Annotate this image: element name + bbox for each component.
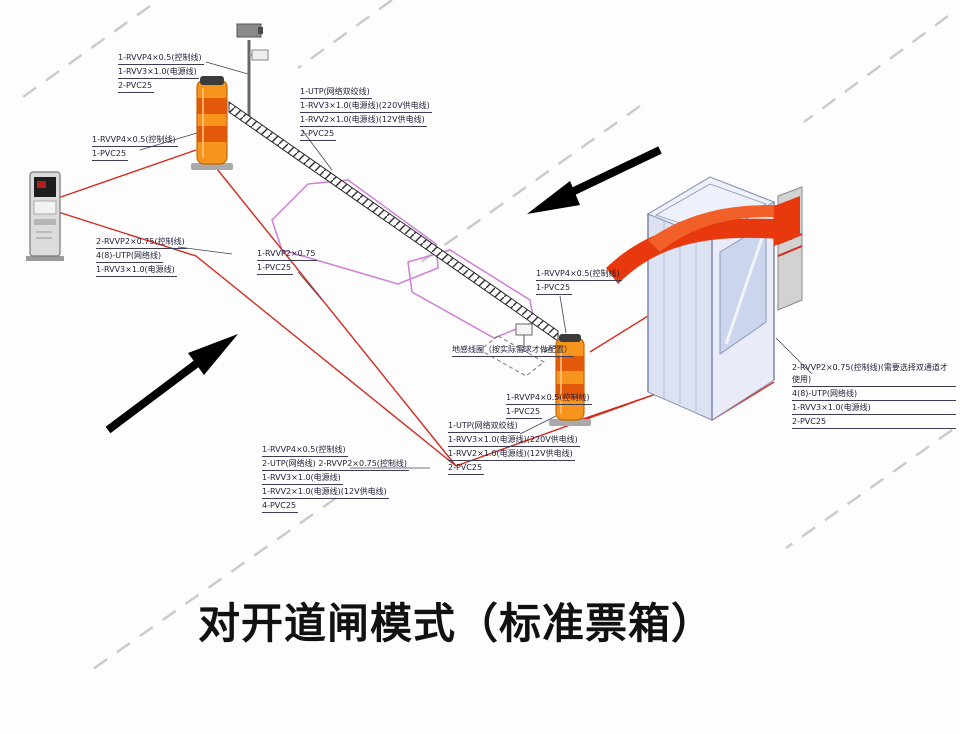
label-booth-right-cables: 2-RVVP2×0.75(控制线)(需要选择双通道才使用)4(8)-UTP(网络… — [792, 362, 956, 430]
label-camera-cables: 1-RVVP4×0.5(控制线)1-RVV3×1.0(电源线)2-PVC25 — [118, 52, 204, 94]
exit-arrow — [527, 146, 662, 214]
label-line: 4(8)-UTP(网络线) — [792, 388, 956, 401]
card-reader-keypad — [33, 200, 57, 215]
label-line: 2-PVC25 — [300, 128, 337, 141]
label-line: 1-RVVP4×0.5(控制线) — [262, 444, 348, 457]
label-line: 4-PVC25 — [262, 500, 299, 513]
label-line: 1-PVC25 — [92, 148, 129, 161]
card-reader — [26, 171, 64, 261]
label-left-barrier-cables: 1-RVVP4×0.5(控制线)1-PVC25 — [92, 134, 178, 162]
label-line: 1-UTP(网络双绞线) — [300, 86, 372, 99]
ticket-booth — [646, 176, 776, 421]
island-outline-2 — [407, 249, 535, 339]
ground-coil-loop — [479, 335, 545, 377]
label-line: 2-UTP(网络线) 2-RVVP2×0.75(控制线) — [262, 458, 410, 471]
label-line: 1-RVV3×1.0(电源线)(220V供电线) — [300, 100, 432, 113]
label-line: 1-RVVP4×0.5(控制线) — [118, 52, 204, 65]
red-ribbon — [606, 196, 800, 284]
camera-icon — [236, 23, 262, 38]
label-line: 地感线圈（按实际需求才做配置） — [452, 344, 574, 357]
label-line: 1-RVVP4×0.5(控制线) — [92, 134, 178, 147]
road-markings — [15, 0, 953, 676]
entry-arrow — [105, 334, 238, 434]
label-line: 1-RVV2×1.0(电源线)(12V供电线) — [300, 114, 427, 127]
label-line: 2-PVC25 — [118, 80, 155, 93]
label-line: 1-UTP(网络双绞线) — [448, 420, 520, 433]
label-line: 1-RVV3×1.0(电源线)(220V供电线) — [448, 434, 580, 447]
label-line: 1-RVVP4×0.5(控制线) — [506, 392, 592, 405]
label-line: 1-RVV2×1.0(电源线)(12V供电线) — [448, 448, 575, 461]
barrier-gate-left — [191, 76, 233, 170]
camera-bracket — [251, 49, 269, 61]
label-line: 2-RVVP2×0.75(控制线) — [96, 236, 187, 249]
label-line: 2-PVC25 — [448, 462, 485, 475]
label-line: 4(8)-UTP(网络线) — [96, 250, 164, 263]
label-line: 1-RVV3×1.0(电源线) — [792, 402, 956, 415]
label-line: 2-RVVP2×0.75(控制线)(需要选择双通道才使用) — [792, 362, 956, 387]
label-ground-coil: 地感线圈（按实际需求才做配置） — [452, 344, 574, 358]
label-line: 2-PVC25 — [792, 416, 956, 429]
barrier-gate-right — [549, 334, 591, 426]
label-right-barrier-bottom: 1-RVVP4×0.5(控制线)1-PVC25 — [506, 392, 592, 420]
label-line: 1-RVV3×1.0(电源线) — [262, 472, 343, 485]
camera-assembly — [236, 23, 269, 120]
label-bottom-middle-cables: 1-UTP(网络双绞线)1-RVV3×1.0(电源线)(220V供电线)1-RV… — [448, 420, 580, 476]
label-line: 1-RVV2×1.0(电源线)(12V供电线) — [262, 486, 389, 499]
label-line: 1-PVC25 — [506, 406, 543, 419]
card-reader-slot — [34, 219, 56, 225]
diagram-title: 对开道闸模式（标准票箱） — [197, 599, 714, 648]
cable-lines — [57, 149, 775, 467]
leader-lines — [139, 61, 813, 469]
label-line: 1-RVV3×1.0(电源线) — [118, 66, 199, 79]
label-line: 1-RVV3×1.0(电源线) — [96, 264, 177, 277]
label-line: 1-PVC25 — [257, 262, 294, 275]
label-line: 1-RVVP4×0.5(控制线) — [536, 268, 622, 281]
label-top-middle-cables: 1-UTP(网络双绞线)1-RVV3×1.0(电源线)(220V供电线)1-RV… — [300, 86, 432, 142]
speed-sign — [515, 323, 533, 352]
label-line: 1-RVVP2×0.75 — [257, 248, 318, 261]
label-line: 1-PVC25 — [536, 282, 573, 295]
label-bottom-left-cables: 1-RVVP4×0.5(控制线)2-UTP(网络线) 2-RVVP2×0.75(… — [262, 444, 410, 514]
label-left-mid-cables: 2-RVVP2×0.75(控制线)4(8)-UTP(网络线)1-RVV3×1.0… — [96, 236, 187, 278]
label-right-barrier-top: 1-RVVP4×0.5(控制线)1-PVC25 — [536, 268, 622, 296]
